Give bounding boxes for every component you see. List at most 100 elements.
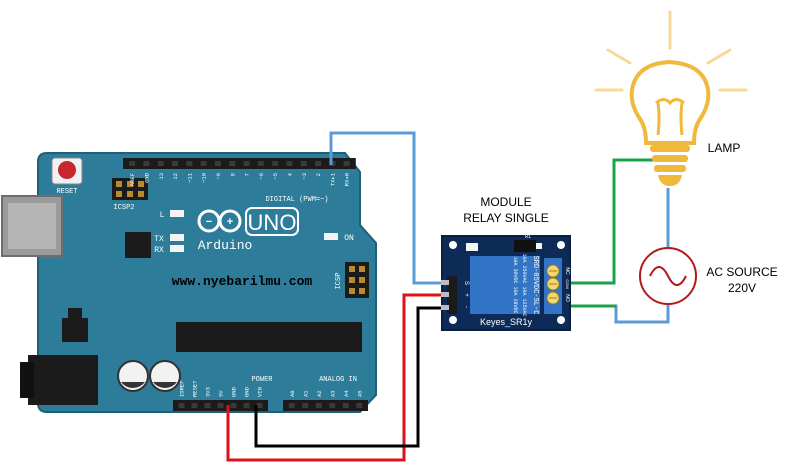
pin-label: GND [244,386,251,397]
ac-source-label-1: AC SOURCE [706,265,777,279]
icsp-label: ICSP [335,273,343,290]
main-chip [176,322,362,352]
led-tx-label: TX [154,235,164,244]
lamp-wire [564,158,660,285]
part-label: Keyes_SR1y [480,317,533,327]
pin-label: A4 [343,390,350,397]
header-pin [214,161,221,166]
pin-label: RESET [192,380,199,397]
pin-s: S [463,281,469,285]
arduino-logo: − + UNO Arduino [197,207,299,253]
pin-label: TX▸1 [329,172,336,186]
vcc-wire [226,293,443,462]
relay-header [447,276,457,314]
pin-label: VIN [257,387,264,397]
terminal-no: NO [564,294,570,302]
led-l-label: L [160,211,165,220]
module-title-2: RELAY SINGLE [463,211,549,225]
led-tx [170,234,184,241]
lamp-label: LAMP [708,141,741,155]
pin-label: ~6 [258,173,265,180]
relay-block [470,256,540,314]
pin-label: A3 [329,390,336,397]
led-rx [170,245,184,252]
header-pin [204,403,211,408]
pin-label: 4 [286,172,293,176]
header-pin [302,403,309,408]
ac-source: AC SOURCE 220V [639,247,778,305]
header-pin [186,161,193,166]
on-label: ON [344,234,354,243]
led-rx-label: RX [154,246,164,255]
header-pin [356,403,363,408]
pin-label: ~11 [186,172,193,183]
header-pin [243,161,250,166]
header-pin [257,161,264,166]
light-rays-icon [594,10,748,92]
header-pin [200,161,207,166]
header-pin [229,161,236,166]
pin-label: ~9 [215,173,222,180]
led-l [170,210,184,217]
header-pin [256,403,263,408]
model-label: UNO [248,210,297,235]
header-pin [288,403,295,408]
digital-label: DIGITAL (PWM=~) [265,196,328,204]
header-pin [191,403,198,408]
power-label: POWER [251,376,273,384]
pin-label: 7 [244,173,251,176]
module-title-1: MODULE [480,195,531,209]
terminal-nc: NC [564,267,570,275]
board-name: Arduino [198,238,253,253]
relay-rating-1: 10A 250VAC 10A 125VAC [521,253,527,316]
signal-wire [329,131,443,285]
pin-label: IOREF [179,380,186,397]
pin-label: A2 [316,390,323,397]
header-pin [157,161,164,166]
analog-label: ANALOG IN [319,376,357,384]
pin-label: 12 [172,173,179,180]
header-pin [172,161,179,166]
header-pin [243,403,250,408]
header-pin [230,403,237,408]
led-on [324,233,338,240]
pin-label: 13 [158,173,165,180]
header-pin [300,161,307,166]
header-pin [272,161,279,166]
pin-label: ~3 [301,173,308,180]
header-pin [315,403,322,408]
pin-label: RX◂0 [344,173,351,186]
watermark: www.nyebarilmu.com [172,274,313,289]
pin-label: GND [143,172,150,183]
relay-text: SRD-05VDC-SL-C [531,256,539,315]
svg-text:−: − [206,216,212,228]
power-jack [28,355,98,405]
header-pin [143,161,150,166]
pin-label: 8 [229,173,236,176]
pin-label: GND [231,386,238,397]
pin-label: AREF [129,173,136,186]
header-pin [343,161,350,166]
header-pin [129,161,136,166]
relay-module: R1 S + - SRD-05VDC-SL-C 10A 250VAC 10A 1… [441,234,571,331]
voltage-regulator [62,318,88,342]
terminal-com: COM [565,279,570,288]
gnd-wire [254,306,443,448]
pin-label: A1 [302,390,309,397]
icsp2-label: ICSP2 [113,204,134,212]
header-pin [286,161,293,166]
header-pin [178,403,185,408]
resistor-label: R1 [525,234,531,240]
header-pin [315,161,322,166]
pin-label: 5V [218,390,225,397]
pin-label: 3V3 [205,387,212,397]
ac-source-label-2: 220V [728,281,756,295]
pin-minus: - [463,306,469,308]
wires [226,131,670,462]
header-strip [123,158,356,169]
pin-label: A5 [356,390,363,397]
power-header: IOREF RESET 3V3 5V GND GND VIN [173,380,268,411]
